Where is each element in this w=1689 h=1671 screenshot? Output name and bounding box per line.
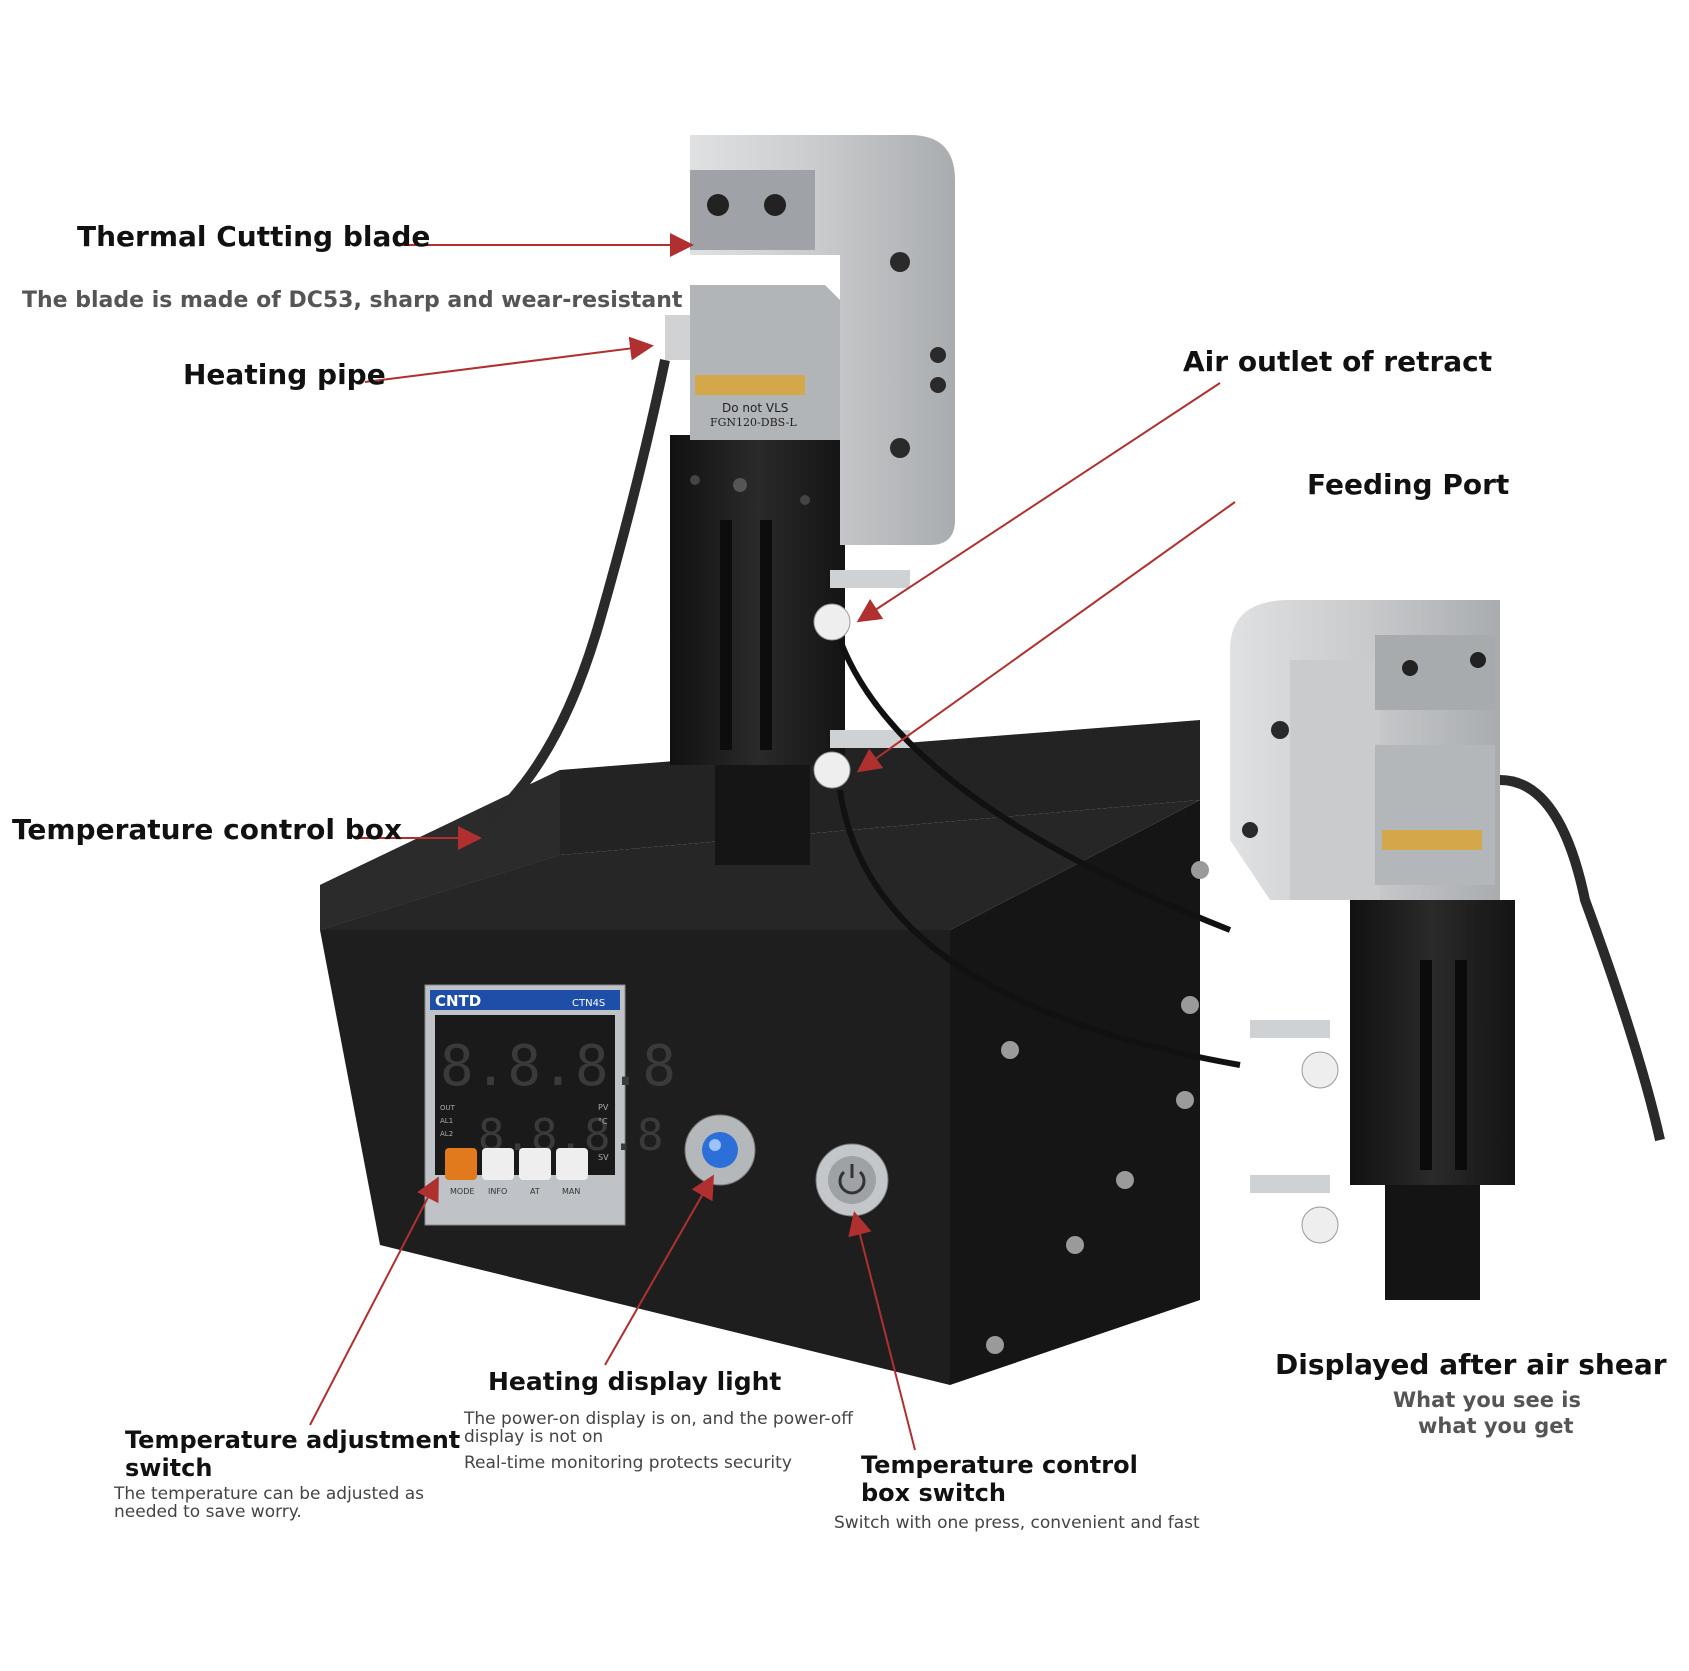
air-shear-title: Displayed after air shear — [1275, 1348, 1667, 1381]
controller-brand: CNTD — [435, 992, 481, 1010]
box-switch-title-line1: Temperature control — [861, 1451, 1138, 1479]
mode-button[interactable] — [445, 1148, 477, 1180]
feeding-port-title: Feeding Port — [1307, 468, 1510, 501]
air-shear-desc-line1: What you see is — [1393, 1388, 1582, 1412]
heating-display-light-desc-line2: display is not on — [464, 1427, 604, 1447]
heating-display-light-title: Heating display light — [488, 1367, 782, 1396]
blade-label-line1: Do not VLS — [722, 401, 788, 415]
at-button-label: AT — [530, 1187, 540, 1196]
controller-pv-label: PV — [598, 1103, 609, 1112]
controller-pv-display: 8.8.8.8 — [440, 1034, 676, 1099]
temperature-adjustment-desc-line1: The temperature can be adjusted as — [114, 1484, 425, 1504]
air-outlet-title: Air outlet of retract — [1183, 345, 1493, 378]
heating-display-light-desc-line3: Real-time monitoring protects security — [464, 1453, 792, 1473]
man-button[interactable] — [556, 1148, 588, 1180]
temperature-control-box-title: Temperature control box — [12, 813, 403, 846]
info-button[interactable] — [482, 1148, 514, 1180]
temperature-adjustment-title-line1: Temperature adjustment — [125, 1426, 461, 1454]
heating-display-light — [684, 1114, 756, 1186]
temperature-adjustment-desc-line2: needed to save worry. — [114, 1502, 302, 1522]
thermal-cutting-blade-title: Thermal Cutting blade — [77, 220, 431, 253]
temperature-controller: CNTD CTN4S 8.8.8.8 8.8.8.8 PV °C SV OUT … — [424, 984, 676, 1226]
controller-out-label: OUT — [440, 1104, 456, 1112]
heating-display-light-desc-line1: The power-on display is on, and the powe… — [464, 1409, 853, 1429]
controller-sv-label: SV — [598, 1153, 609, 1162]
thermal-cutting-blade-desc: The blade is made of DC53, sharp and wea… — [22, 288, 683, 313]
controller-al1-label: AL1 — [440, 1117, 453, 1125]
at-button[interactable] — [519, 1148, 551, 1180]
controller-model: CTN4S — [572, 998, 605, 1009]
box-switch-desc: Switch with one press, convenient and fa… — [834, 1513, 1200, 1533]
upper-cutter: Do not VLS FGN120-DBS-L — [486, 135, 1241, 1068]
temperature-adjustment-title-line2: switch — [125, 1454, 213, 1482]
controller-al2-label: AL2 — [440, 1130, 453, 1138]
box-switch-title-line2: box switch — [861, 1479, 1006, 1507]
controller-unit-label: °C — [598, 1117, 608, 1126]
info-button-label: INFO — [488, 1187, 507, 1196]
air-shear-desc-line2: what you get — [1418, 1414, 1574, 1438]
box-power-switch[interactable] — [815, 1143, 889, 1217]
heating-pipe-title: Heating pipe — [183, 358, 386, 391]
air-shear-cutter — [1230, 600, 1665, 1300]
mode-button-label: MODE — [450, 1187, 474, 1196]
man-button-label: MAN — [562, 1187, 580, 1196]
callout-arrows — [309, 233, 1236, 1451]
blade-label-line2: FGN120-DBS-L — [710, 416, 797, 429]
